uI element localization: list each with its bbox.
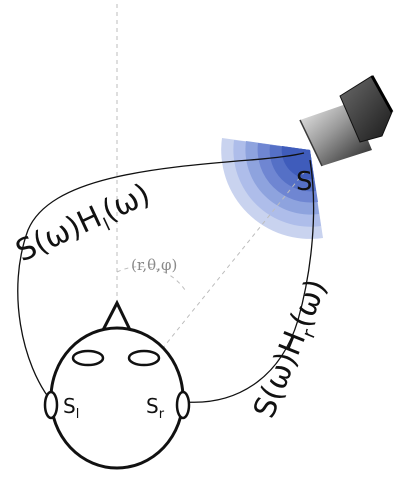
right-ear-path bbox=[185, 159, 315, 403]
right-path-label: S(ω)Hr(ω) bbox=[247, 274, 339, 424]
speaker-back-plate bbox=[370, 75, 394, 113]
right-ear bbox=[175, 390, 191, 420]
left-ear bbox=[43, 390, 59, 420]
coordinate-label: (r,θ,φ) bbox=[131, 256, 177, 274]
source-label: S bbox=[296, 167, 313, 197]
left-ear-label: Sl bbox=[63, 394, 79, 422]
speaker-cone-edge bbox=[299, 119, 323, 167]
right-eye bbox=[127, 349, 161, 367]
left-eye bbox=[71, 349, 105, 367]
angle-arc bbox=[116, 266, 186, 291]
wave-ring-1 bbox=[281, 146, 314, 180]
right-ear-label: Sr bbox=[146, 394, 165, 422]
left-ear-path bbox=[17, 152, 305, 403]
speaker-magnet bbox=[339, 75, 393, 143]
listener-head bbox=[43, 299, 191, 470]
transfer-paths bbox=[17, 152, 315, 403]
loudspeaker-icon bbox=[299, 75, 394, 167]
